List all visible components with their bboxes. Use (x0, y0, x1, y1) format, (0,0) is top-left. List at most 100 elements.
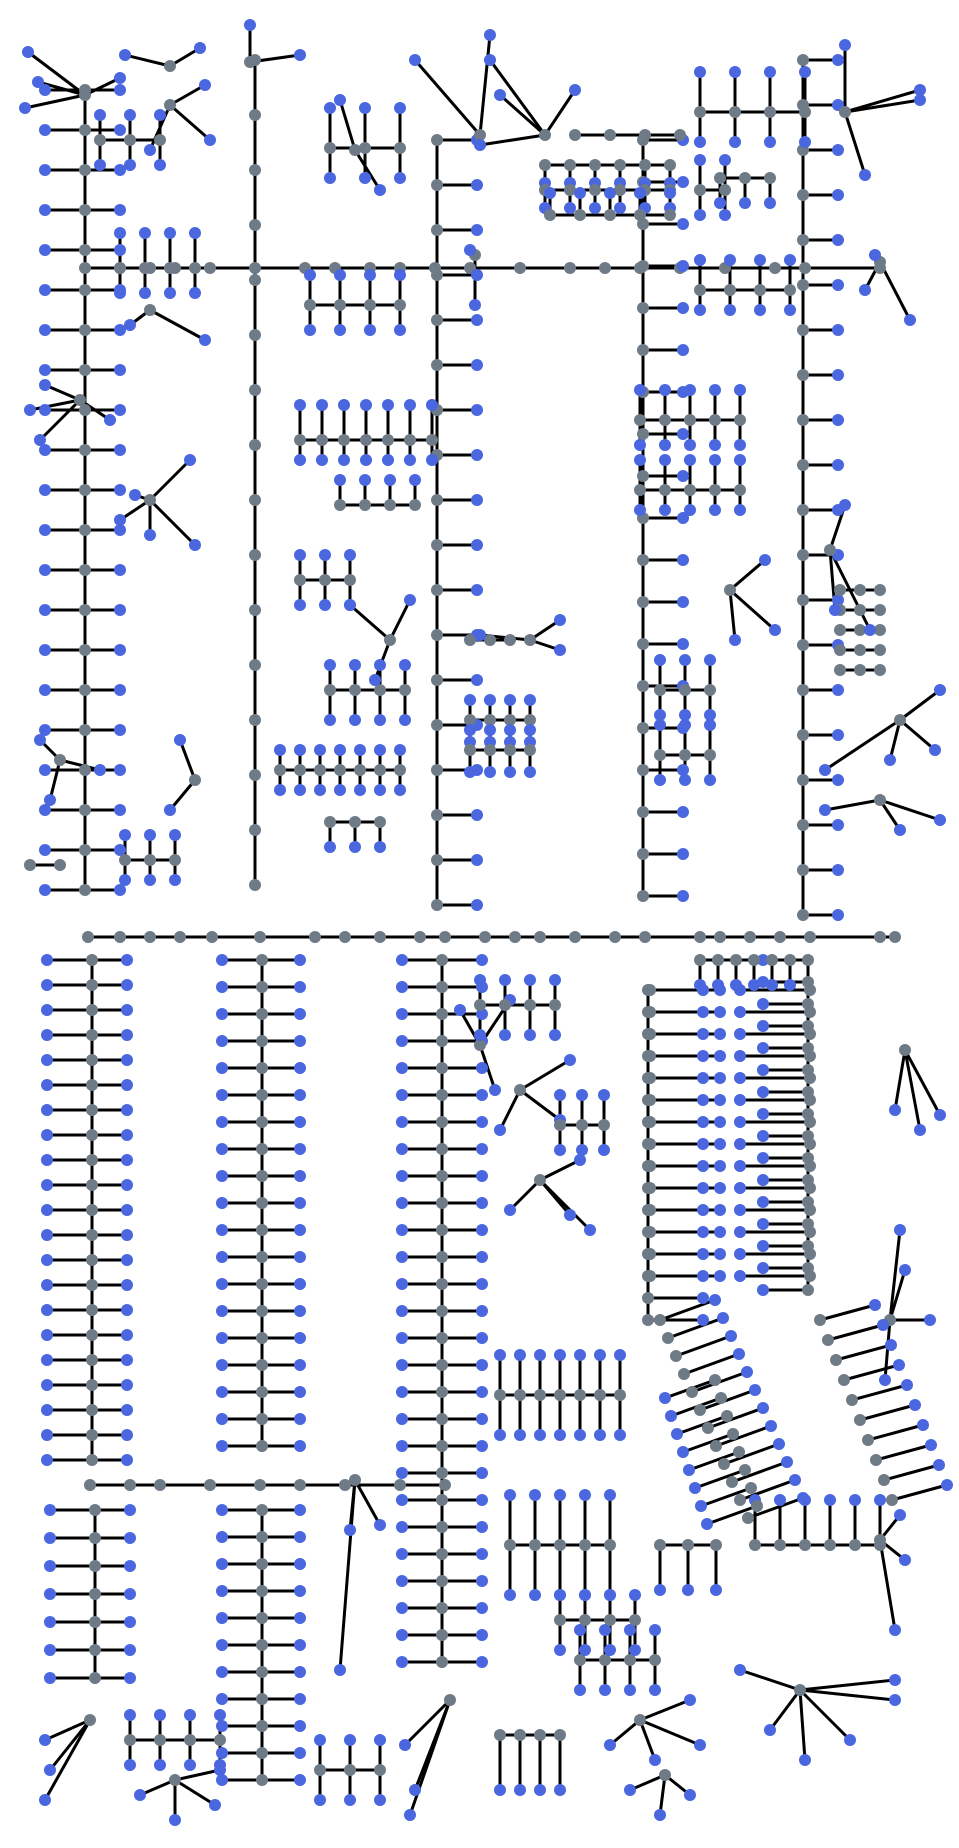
leaf-node (574, 187, 586, 199)
junction-node (719, 184, 731, 196)
junction-node (338, 434, 350, 446)
leaf-node (144, 829, 156, 841)
leaf-node (154, 109, 166, 121)
leaf-node (124, 1560, 136, 1572)
junction-node (89, 1672, 101, 1684)
junction-node (797, 324, 809, 336)
leaf-node (679, 719, 691, 731)
leaf-node (710, 1584, 722, 1596)
leaf-node (899, 1264, 911, 1276)
leaf-node (734, 1028, 746, 1040)
leaf-node (682, 1584, 694, 1596)
leaf-node (757, 1262, 769, 1274)
leaf-node (476, 1467, 488, 1479)
junction-node (249, 879, 261, 891)
junction-node (154, 134, 166, 146)
leaf-node (216, 1693, 228, 1705)
junction-node (784, 954, 796, 966)
junction-node (359, 499, 371, 511)
leaf-node (704, 719, 716, 731)
junction-node (609, 931, 621, 943)
leaf-node (604, 1739, 616, 1751)
leaf-node (554, 614, 566, 626)
leaf-node (757, 1152, 769, 1164)
leaf-node (784, 254, 796, 266)
leaf-node (476, 1386, 488, 1398)
junction-node (839, 106, 851, 118)
leaf-node (119, 829, 131, 841)
leaf-node (294, 1008, 306, 1020)
junction-node (734, 484, 746, 496)
leaf-node (41, 1454, 53, 1466)
leaf-node (189, 539, 201, 551)
leaf-node (476, 1629, 488, 1641)
leaf-node (294, 1332, 306, 1344)
junction-node (604, 129, 616, 141)
leaf-node (374, 841, 386, 853)
leaf-node (839, 499, 851, 511)
leaf-node (39, 284, 51, 296)
leaf-node (344, 549, 356, 561)
junction-node (256, 1332, 268, 1344)
junction-node (124, 1479, 136, 1491)
leaf-node (476, 1332, 488, 1344)
leaf-node (39, 404, 51, 416)
leaf-node (697, 1094, 709, 1106)
leaf-node (494, 1349, 506, 1361)
junction-node (539, 129, 551, 141)
junction-node (799, 262, 811, 274)
leaf-node (729, 66, 741, 78)
leaf-node (41, 1104, 53, 1116)
junction-node (256, 1531, 268, 1543)
leaf-node (471, 359, 483, 371)
junction-node (249, 824, 261, 836)
leaf-node (114, 644, 126, 656)
leaf-node (294, 549, 306, 561)
leaf-node (819, 804, 831, 816)
junction-node (436, 1035, 448, 1047)
leaf-node (649, 1684, 661, 1696)
junction-node (24, 859, 36, 871)
leaf-node (114, 72, 126, 84)
junction-node (874, 604, 886, 616)
junction-node (256, 1413, 268, 1425)
leaf-node (216, 1251, 228, 1263)
leaf-node (476, 1197, 488, 1209)
leaf-node (494, 1784, 506, 1796)
junction-node (637, 638, 649, 650)
junction-node (139, 262, 151, 274)
junction-node (654, 1314, 666, 1326)
leaf-node (554, 1429, 566, 1441)
junction-node (436, 1089, 448, 1101)
leaf-node (374, 1794, 386, 1806)
leaf-node (564, 1054, 576, 1066)
leaf-node (121, 1254, 133, 1266)
leaf-node (334, 94, 346, 106)
leaf-node (396, 1602, 408, 1614)
junction-node (834, 584, 846, 596)
junction-node (709, 1374, 721, 1386)
leaf-node (832, 234, 844, 246)
leaf-node (324, 714, 336, 726)
leaf-node (334, 784, 346, 796)
leaf-node (294, 1089, 306, 1101)
leaf-node (874, 1494, 886, 1506)
junction-node (334, 299, 346, 311)
junction-node (86, 954, 98, 966)
junction-node (644, 1248, 656, 1260)
junction-node (514, 1729, 526, 1741)
leaf-node (797, 1492, 809, 1504)
leaf-node (134, 1789, 146, 1801)
junction-node (764, 106, 776, 118)
junction-node (637, 806, 649, 818)
leaf-node (504, 1204, 516, 1216)
leaf-node (216, 1116, 228, 1128)
leaf-node (216, 1359, 228, 1371)
junction-node (604, 1539, 616, 1551)
leaf-node (614, 202, 626, 214)
leaf-node (189, 227, 201, 239)
leaf-node (114, 364, 126, 376)
junction-node (804, 1182, 816, 1194)
junction-node (774, 931, 786, 943)
junction-node (874, 584, 886, 596)
